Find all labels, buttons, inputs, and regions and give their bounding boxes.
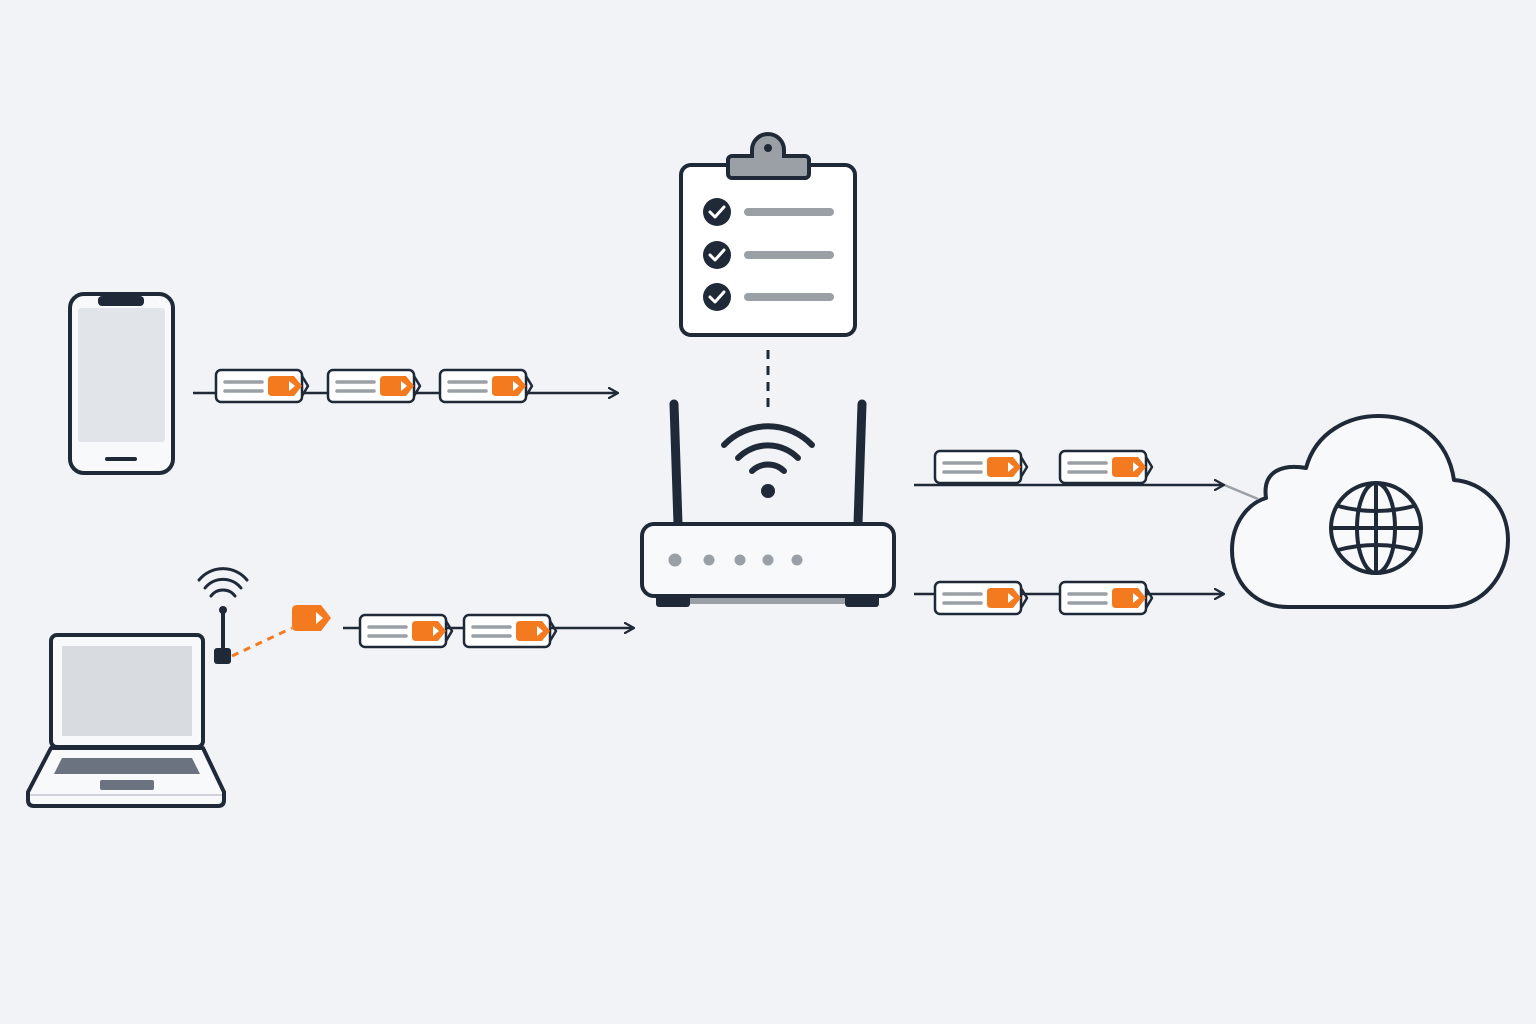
packet-tag-icon [412, 621, 446, 641]
laptop-icon [26, 633, 226, 808]
packet-group-phone-to-router [214, 368, 534, 404]
data-packet [358, 613, 454, 649]
data-packet [438, 368, 534, 404]
data-packet [933, 580, 1029, 616]
packet-layer [214, 368, 1154, 649]
wifi-adapter-icon [197, 567, 249, 664]
data-packet [1058, 449, 1154, 485]
data-packet [933, 449, 1029, 485]
packet-tag-icon [1112, 457, 1146, 477]
globe-cloud-icon [1230, 414, 1510, 609]
packet-group-laptop-to-router [358, 613, 558, 649]
wifi-signal-icon [721, 423, 815, 498]
packet-tag-icon [987, 457, 1021, 477]
wireless-link-dashed [231, 626, 293, 658]
packet-group-router-to-cloud-lower [933, 580, 1154, 616]
check-icon [703, 241, 731, 269]
status-led-row [668, 553, 803, 567]
packet-tag-icon [268, 376, 302, 396]
packet-tag-icon [492, 376, 526, 396]
packet-group-router-to-cloud-upper [933, 449, 1154, 485]
data-packet [326, 368, 422, 404]
clipboard-checklist-icon [679, 132, 857, 337]
check-icon [703, 198, 731, 226]
packet-tag-icon [516, 621, 550, 641]
packet-tag-icon [380, 376, 414, 396]
check-icon [703, 283, 731, 311]
smartphone-icon [68, 292, 175, 475]
data-packet [1058, 580, 1154, 616]
globe-icon [1329, 481, 1423, 575]
packet-tag-icon [1112, 588, 1146, 608]
data-packet [214, 368, 310, 404]
wifi-router-icon [640, 399, 896, 607]
loose-packet-tag [292, 605, 331, 631]
data-packet [462, 613, 558, 649]
packet-tag-icon [987, 588, 1021, 608]
cloud-connector [1221, 482, 1259, 501]
